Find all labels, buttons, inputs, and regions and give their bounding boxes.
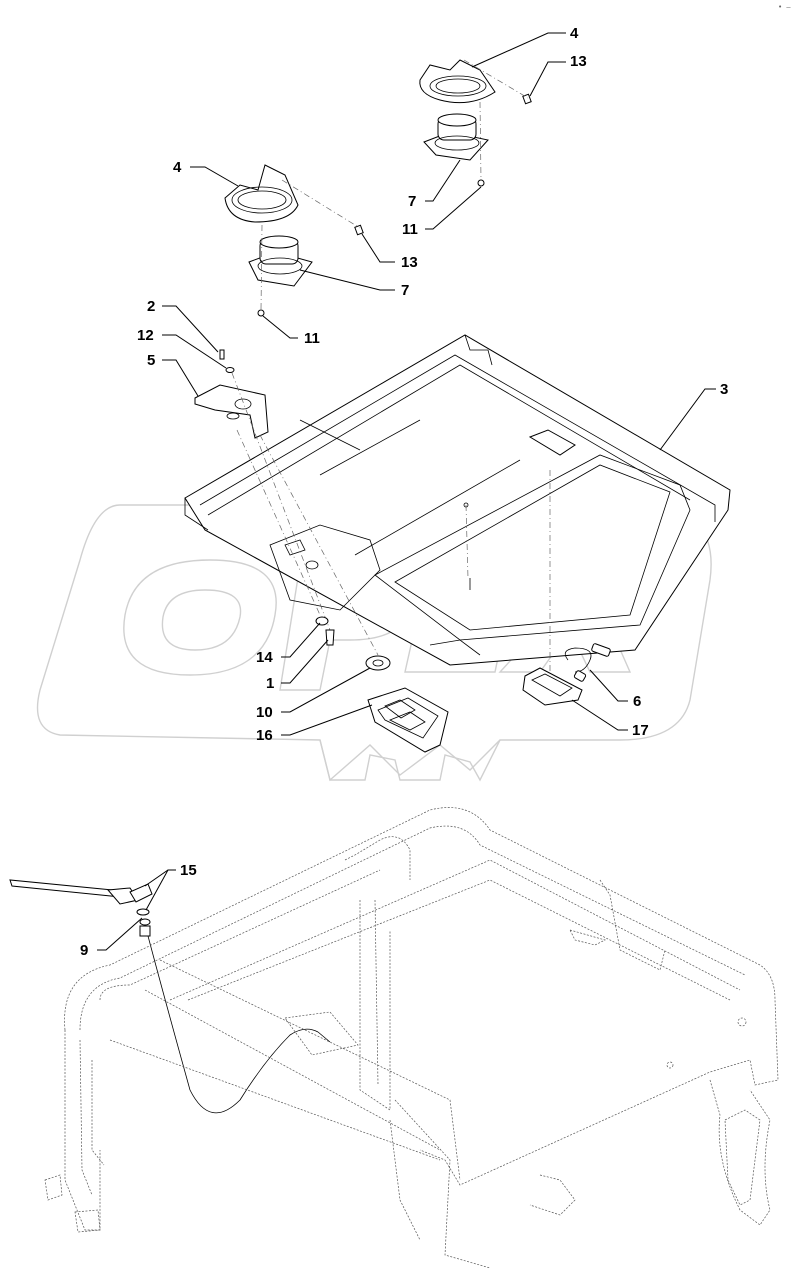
callout-13-upper: 13 (570, 53, 587, 70)
callout-2: 2 (147, 298, 155, 315)
callout-17: 17 (632, 722, 649, 739)
screw-13-upper (522, 93, 532, 105)
nut-11-upper (477, 179, 485, 187)
callout-14: 14 (256, 649, 273, 666)
callout-4-left: 4 (173, 159, 182, 176)
callout-7-left: 7 (401, 282, 409, 299)
speaker-bracket-upper (419, 59, 496, 104)
dome-lamp-16 (367, 687, 449, 753)
callout-labels: 4 13 7 11 4 13 7 11 2 12 5 3 14 1 10 16 … (80, 25, 728, 959)
cab-frame (44, 807, 779, 1268)
callout-3: 3 (720, 381, 728, 398)
washer-14 (315, 616, 329, 626)
nut-11-left (257, 309, 265, 317)
mounting-plate-5 (194, 384, 269, 439)
lamp-17 (522, 667, 583, 706)
speaker-upper (423, 113, 489, 161)
callout-9: 9 (80, 942, 88, 959)
callout-11-upper: 11 (402, 221, 418, 238)
callout-4-upper: 4 (570, 25, 579, 42)
callout-15: 15 (180, 862, 197, 879)
callout-6: 6 (633, 693, 641, 710)
leader-lines (97, 32, 716, 951)
callout-7-upper: 7 (408, 193, 416, 210)
speaker-left (248, 235, 313, 287)
callout-1: 1 (266, 675, 274, 692)
screw-13-left (354, 224, 364, 236)
screw-2 (219, 349, 225, 360)
antenna-nut-9 (136, 908, 151, 937)
callout-11-left: 11 (304, 330, 320, 347)
corner-mark: • — (778, 3, 791, 11)
roof-headliner-3 (184, 334, 731, 666)
speaker-bracket-left (224, 164, 299, 223)
screw-1 (325, 629, 335, 646)
grommet-10 (365, 655, 391, 671)
callout-5: 5 (147, 352, 155, 369)
callout-12: 12 (137, 327, 154, 344)
antenna-15 (9, 879, 153, 905)
wiring-harness-6 (564, 643, 611, 682)
callout-16: 16 (256, 727, 273, 744)
callout-13-left: 13 (401, 254, 418, 271)
washer-12 (225, 367, 235, 373)
callout-10: 10 (256, 704, 273, 721)
antenna-cable (147, 935, 319, 1114)
